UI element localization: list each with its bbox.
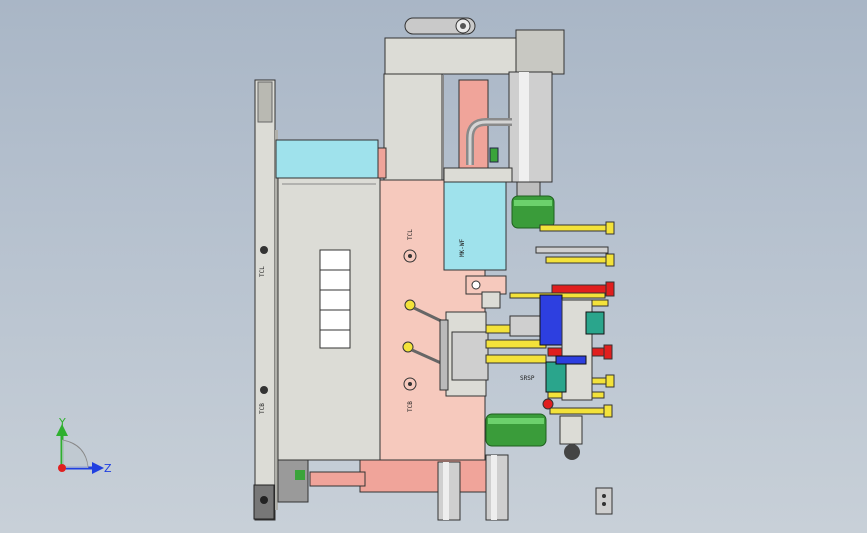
view-orientation-triad: Y Z <box>56 416 112 475</box>
axis-y-label: Y <box>58 416 66 429</box>
hot-runner-block[interactable]: MK-WF <box>443 167 513 271</box>
guide-rods-bottom[interactable] <box>437 454 509 521</box>
small-bracket[interactable] <box>465 275 507 309</box>
slider-mechanism[interactable]: SRSP <box>439 311 547 397</box>
pink-plate-screw-1 <box>403 249 417 263</box>
left-plate-label-top: TCL <box>259 266 266 277</box>
pink-plate-label-bottom: TCB <box>407 401 414 412</box>
pink-plate-label-top: TCL <box>407 229 414 240</box>
cyan-block-label: MK-WF <box>459 239 466 257</box>
blue-sensor-assembly[interactable] <box>539 294 605 410</box>
cyan-cooling-block[interactable] <box>275 139 379 179</box>
cavity-plate[interactable] <box>277 177 381 461</box>
fixed-clamp-plate[interactable]: TCL TCB <box>254 79 278 521</box>
bottom-support-block[interactable] <box>277 459 491 503</box>
connector-plug[interactable] <box>595 487 613 515</box>
ejector-pin-yellow-2[interactable] <box>402 341 414 353</box>
ejector-pin-yellow-1[interactable] <box>404 299 416 311</box>
left-plate-label-bottom: TCB <box>259 403 266 414</box>
axis-origin-icon <box>58 464 66 472</box>
axis-z-label: Z <box>104 462 112 475</box>
limit-switch[interactable] <box>559 415 583 460</box>
lifting-eye-bolt[interactable] <box>404 17 476 35</box>
left-plate-screw-bottom <box>260 386 268 394</box>
pink-plate-screw-2 <box>403 377 417 391</box>
left-plate-screw-top <box>260 246 268 254</box>
hydraulic-cylinder-top[interactable] <box>508 71 553 212</box>
top-clamp-assembly[interactable] <box>383 29 565 183</box>
slider-label: SRSP <box>520 375 535 382</box>
